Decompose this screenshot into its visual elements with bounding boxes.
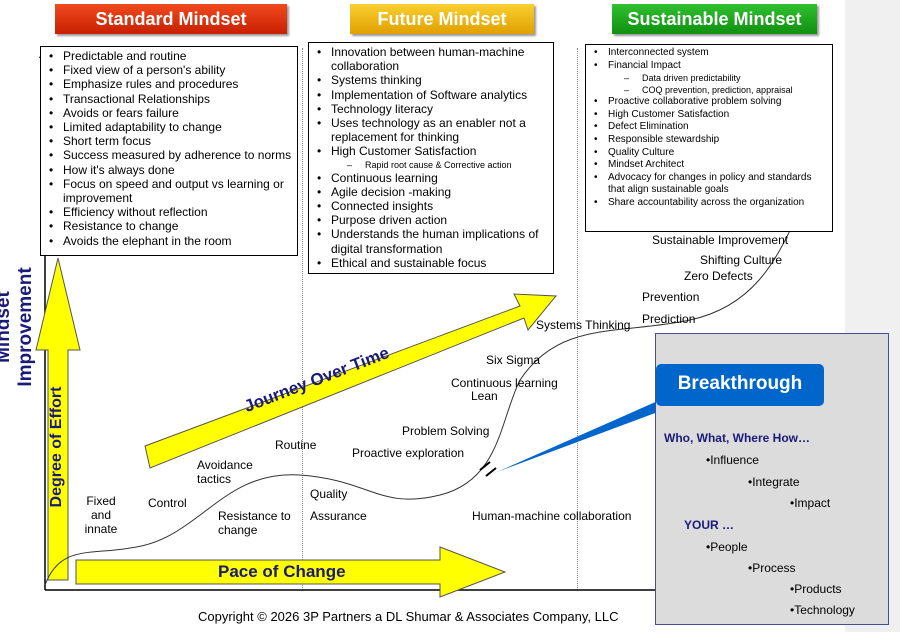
label-systems: Systems Thinking	[536, 318, 631, 332]
list-item: Innovation between human-machine collabo…	[317, 45, 549, 73]
journey-arrow	[144, 293, 558, 469]
label-quality: Quality	[310, 487, 348, 501]
sub-list-item: Rapid root cause & Corrective action	[331, 159, 549, 171]
diagram-graphics	[35, 46, 845, 598]
label-sixsigma: Six Sigma	[486, 353, 541, 367]
sustainable-mindset-box: Interconnected systemFinancial ImpactDat…	[585, 44, 833, 232]
your-item: •Process	[748, 561, 796, 575]
list-item: Resistance to change	[49, 219, 293, 233]
label-improvement: Sustainable Improvement	[652, 233, 789, 247]
improvement-curve	[44, 206, 802, 586]
list-item: High Customer Satisfaction	[317, 144, 549, 158]
list-item: Fixed view of a person's ability	[49, 63, 293, 77]
label-assurance: Assurance	[310, 509, 367, 523]
who-heading: Who, What, Where How…	[664, 431, 810, 445]
list-item: How it's always done	[49, 163, 293, 177]
list-item: Avoids the elephant in the room	[49, 234, 293, 248]
your-item: •Products	[790, 582, 842, 596]
who-item: •Influence	[706, 453, 759, 467]
list-item: Focus on speed and output vs learning or…	[49, 177, 293, 205]
list-item: Understands the human implications of di…	[317, 227, 549, 255]
list-item: Predictable and routine	[49, 49, 293, 63]
breakthrough-pointer	[497, 400, 690, 472]
label-lean: Lean	[471, 389, 498, 403]
who-item: •Integrate	[748, 475, 800, 489]
list-item: Proactive collaborative problem solving	[594, 96, 828, 109]
label-control: Control	[148, 496, 187, 510]
list-item: Advocacy for changes in policy and stand…	[594, 172, 828, 197]
list-item: Limited adaptability to change	[49, 120, 293, 134]
y-axis-label: Mindset Improvement	[0, 267, 36, 387]
pace-label: Pace of Change	[218, 562, 346, 581]
list-item: Uses technology as an enabler not a repl…	[317, 116, 549, 144]
list-item: Agile decision -making	[317, 185, 549, 199]
label-hmc: Human-machine collaboration	[472, 509, 632, 523]
label-proactive: Proactive exploration	[352, 446, 465, 460]
label-prediction: Prediction	[642, 312, 696, 326]
label-problem: Problem Solving	[402, 424, 490, 438]
list-item: Defect Elimination	[594, 121, 828, 134]
your-item: •People	[706, 540, 748, 554]
standard-mindset-banner: Standard Mindset	[55, 4, 287, 34]
future-mindset-banner: Future Mindset	[350, 4, 534, 34]
list-item: Emphasize rules and procedures	[49, 77, 293, 91]
sub-list-item: COQ prevention, prediction, appraisal	[608, 84, 828, 96]
list-item: Ethical and sustainable focus	[317, 256, 549, 270]
list-item: Responsible stewardship	[594, 134, 828, 147]
label-zero: Zero Defects	[684, 269, 753, 283]
label-fixed: Fixed and innate	[84, 494, 118, 536]
list-item: Success measured by adherence to norms	[49, 148, 293, 162]
sub-list-item: Data driven predictability	[608, 72, 828, 84]
pace-arrow	[75, 546, 507, 598]
list-item: Continuous learning	[317, 171, 549, 185]
label-resistance: Resistance to change	[218, 509, 291, 537]
list-item: Share accountability across the organiza…	[594, 197, 828, 210]
list-item: Purpose driven action	[317, 213, 549, 227]
label-routine: Routine	[275, 438, 317, 452]
copyright: Copyright © 2026 3P Partners a DL Shumar…	[198, 609, 619, 624]
diagram-canvas: Standard Mindset Future Mindset Sustaina…	[0, 0, 845, 632]
list-item: Transactional Relationships	[49, 92, 293, 106]
effort-label: Degree of Effort	[48, 386, 65, 508]
your-item: •Technology	[790, 603, 855, 617]
standard-mindset-box: Predictable and routineFixed view of a p…	[40, 46, 298, 256]
label-continuous: Continuous learning	[451, 376, 558, 390]
your-heading: YOUR …	[684, 518, 735, 532]
list-item: Efficiency without reflection	[49, 205, 293, 219]
label-culture: Shifting Culture	[700, 253, 783, 267]
list-item: Short term focus	[49, 134, 293, 148]
list-item: Quality Culture	[594, 147, 828, 160]
list-item: Technology literacy	[317, 102, 549, 116]
label-prevention: Prevention	[642, 290, 700, 304]
list-item: Mindset Architect	[594, 159, 828, 172]
future-mindset-box: Innovation between human-machine collabo…	[308, 42, 554, 274]
list-item: High Customer Satisfaction	[594, 109, 828, 122]
list-item: Implementation of Software analytics	[317, 88, 549, 102]
divider-1	[302, 48, 303, 590]
breakthrough-callout: Breakthrough	[656, 364, 824, 406]
list-item: Connected insights	[317, 199, 549, 213]
list-item: Financial Impact	[594, 60, 828, 73]
list-item: Avoids or fears failure	[49, 106, 293, 120]
effort-arrow	[35, 257, 81, 581]
who-item: •Impact	[790, 496, 831, 510]
sustainable-mindset-banner: Sustainable Mindset	[612, 4, 817, 34]
list-item: Interconnected system	[594, 47, 828, 60]
label-avoidance: Avoidance tactics	[197, 458, 253, 486]
divider-2	[577, 48, 578, 590]
list-item: Systems thinking	[317, 73, 549, 87]
